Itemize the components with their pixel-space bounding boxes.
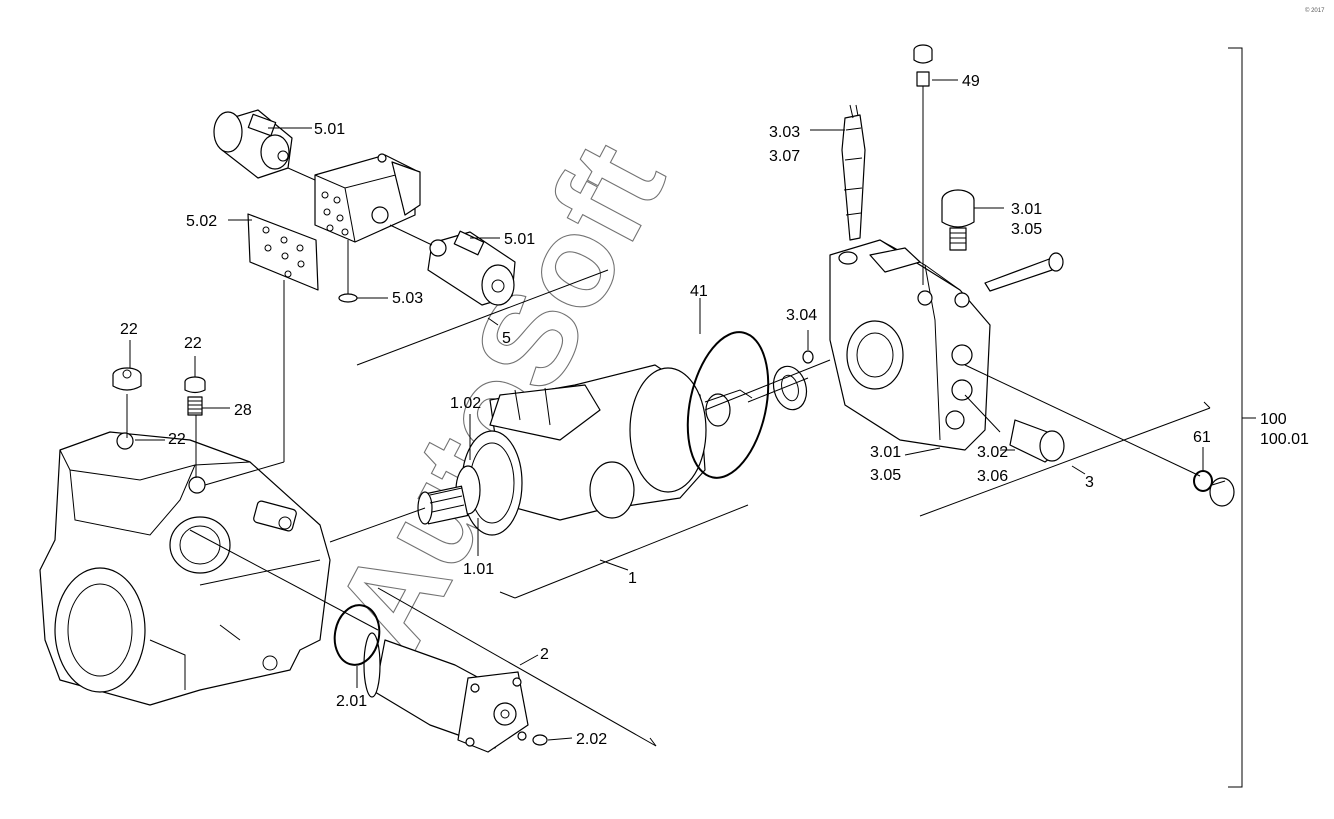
leader-lines bbox=[126, 47, 1256, 788]
callout-22-left: 22 bbox=[120, 321, 138, 338]
callout-3-01-lower: 3.01 bbox=[870, 444, 901, 461]
screw-22-right[interactable] bbox=[184, 376, 206, 394]
callout-3-05-upper: 3.05 bbox=[1011, 221, 1042, 238]
callout-5-01-lower: 5.01 bbox=[504, 231, 535, 248]
cap-3-01-top[interactable] bbox=[941, 189, 975, 251]
callout-labels: 5.01 5.01 5.02 5.03 5 22 22 22 28 1.02 1… bbox=[120, 73, 1309, 748]
callout-49: 49 bbox=[962, 73, 980, 90]
callout-41: 41 bbox=[690, 283, 708, 300]
callout-3-01-upper: 3.01 bbox=[1011, 201, 1042, 218]
callout-3-03: 3.03 bbox=[769, 124, 800, 141]
o-ring-2-01[interactable] bbox=[330, 602, 384, 669]
watermark: AutoSoft © 2017 bbox=[305, 7, 1325, 674]
callout-28: 28 bbox=[234, 402, 252, 419]
callout-3-07: 3.07 bbox=[769, 148, 800, 165]
callout-5-01-upper: 5.01 bbox=[314, 121, 345, 138]
callout-3: 3 bbox=[1085, 474, 1094, 491]
callout-100: 100 bbox=[1260, 411, 1287, 428]
rotary-group[interactable] bbox=[417, 364, 753, 536]
callout-5-02: 5.02 bbox=[186, 213, 217, 230]
callout-3-05-lower: 3.05 bbox=[870, 467, 901, 484]
gasket-plate[interactable] bbox=[247, 213, 319, 291]
callout-100-01: 100.01 bbox=[1260, 431, 1309, 448]
callout-5-03: 5.03 bbox=[392, 290, 423, 307]
callout-22-right: 22 bbox=[184, 335, 202, 352]
callout-61: 61 bbox=[1193, 429, 1211, 446]
o-ring-5-03[interactable] bbox=[338, 293, 358, 303]
solenoid-upper[interactable] bbox=[213, 109, 293, 179]
callout-3-06: 3.06 bbox=[977, 468, 1008, 485]
cartridge-3-02[interactable] bbox=[1009, 419, 1065, 463]
solenoid-lower[interactable] bbox=[427, 230, 516, 306]
valve-spool-3-03[interactable] bbox=[841, 104, 866, 241]
callout-2-02: 2.02 bbox=[576, 731, 607, 748]
callout-22-housing: 22 bbox=[168, 431, 186, 448]
o-ring-41[interactable] bbox=[675, 325, 780, 486]
bolt-long[interactable] bbox=[984, 252, 1064, 292]
plug-61[interactable] bbox=[1193, 470, 1235, 507]
callout-1: 1 bbox=[628, 570, 637, 587]
callout-2-01: 2.01 bbox=[336, 693, 367, 710]
callout-3-02: 3.02 bbox=[977, 444, 1008, 461]
aux-pump-cover[interactable] bbox=[363, 632, 529, 753]
solenoid-valve-block[interactable] bbox=[314, 153, 421, 243]
screw-49[interactable] bbox=[913, 44, 933, 87]
o-ring-3-04[interactable] bbox=[802, 350, 814, 364]
watermark-corner-text: © 2017 bbox=[1305, 7, 1325, 14]
callout-1-01: 1.01 bbox=[463, 561, 494, 578]
callout-3-04: 3.04 bbox=[786, 307, 817, 324]
o-ring-2-02[interactable] bbox=[532, 734, 548, 746]
plug-22-left[interactable] bbox=[112, 367, 142, 391]
bearing[interactable] bbox=[769, 363, 811, 414]
callout-1-02: 1.02 bbox=[450, 395, 481, 412]
main-housing[interactable] bbox=[39, 431, 331, 706]
spring-28[interactable] bbox=[187, 396, 203, 416]
callout-5: 5 bbox=[502, 330, 511, 347]
callout-2: 2 bbox=[540, 646, 549, 663]
control-valve-housing[interactable] bbox=[829, 239, 991, 451]
